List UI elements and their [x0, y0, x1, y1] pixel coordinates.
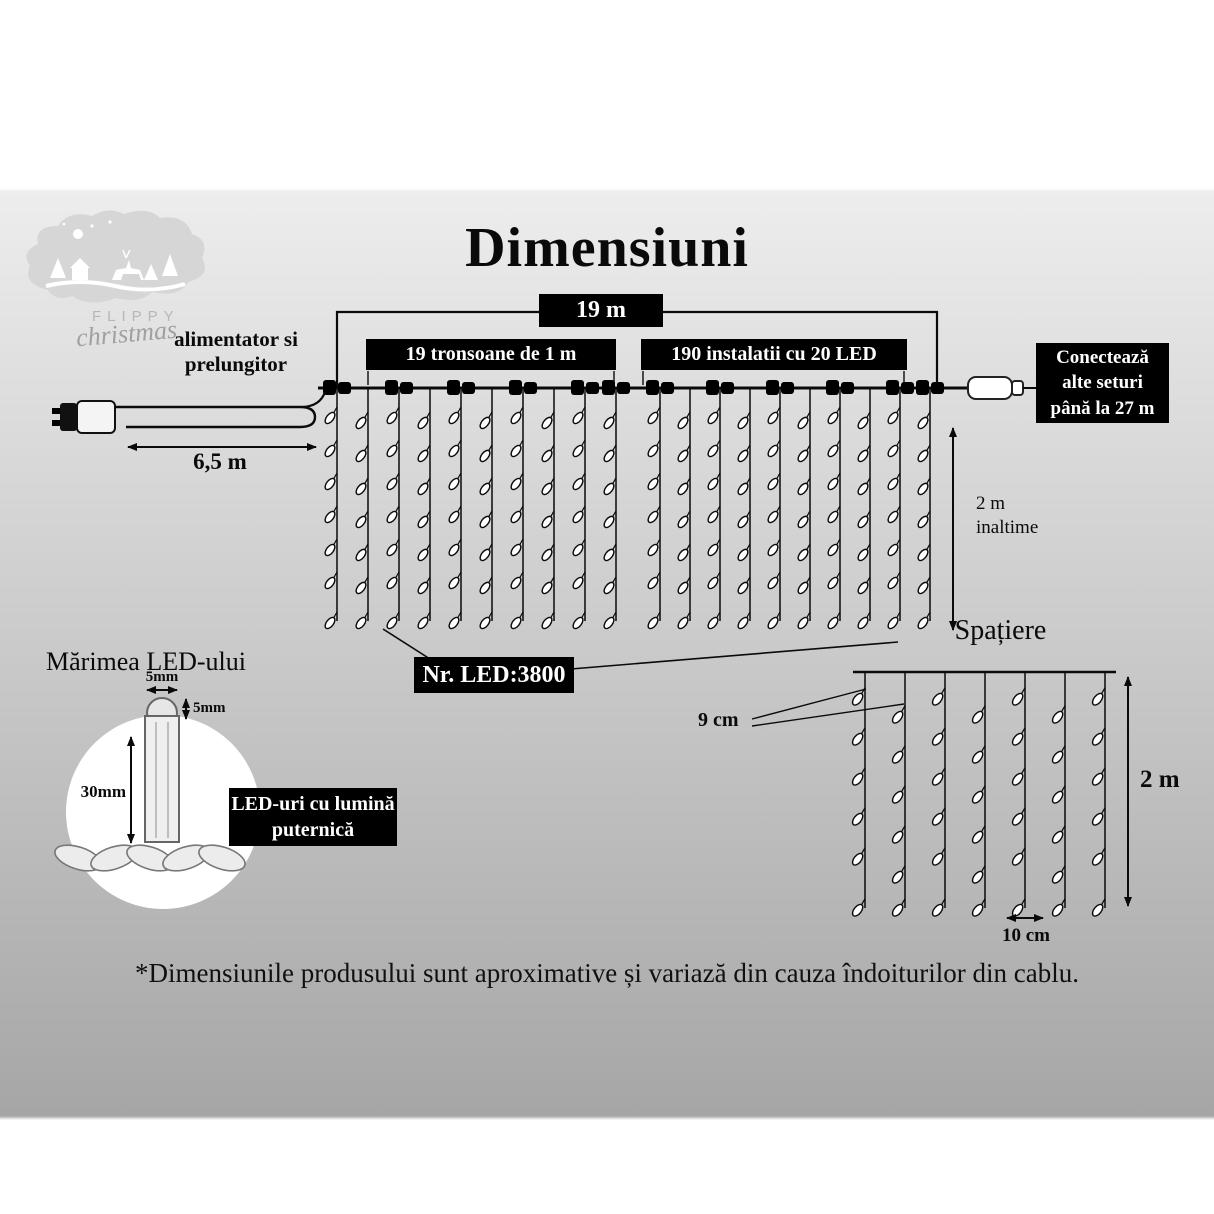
curtain-height-label: 2 m inaltime: [976, 492, 1066, 540]
led-info-box: LED-uri cu lumină puternică: [229, 788, 397, 846]
disclaimer-text: *Dimensiunile produsului sunt aproximati…: [134, 958, 1080, 988]
adapter-label-line2: prelungitor: [184, 351, 288, 376]
led-count-label: Nr. LED:3800: [414, 657, 574, 693]
connect-line1: Conectează: [1056, 347, 1149, 369]
vertical-spacing-label: 9 cm: [698, 709, 739, 731]
logo-scene-icon: [26, 210, 205, 303]
curtain-height-value: 2 m: [976, 493, 1006, 514]
adapter-label: alimentator si prelungitor: [146, 327, 326, 377]
connect-line2: alte seturi: [1062, 372, 1143, 394]
led-size-title: Mărimea LED-ului: [46, 647, 246, 676]
brand-logo: FLIPPY christmas: [20, 206, 215, 356]
curtain-height-word: inaltime: [976, 516, 1039, 538]
led-height-label: 30mm: [80, 782, 126, 801]
led-width-label: 5mm: [145, 669, 179, 685]
small-curtain-height-label: 2 m: [1140, 766, 1180, 793]
led-cap-label: 5mm: [193, 700, 226, 716]
total-width-label: 19 m: [539, 294, 663, 327]
adapter-label-line1: alimentator si: [174, 327, 298, 351]
connect-info-box: Conectează alte seturi până la 27 m: [1036, 343, 1169, 423]
segments-label: 19 tronsoane de 1 m: [366, 339, 616, 370]
horizontal-spacing-label: 10 cm: [1001, 925, 1050, 946]
led-info-line2: puternică: [271, 819, 355, 841]
led-info-line1: LED-uri cu lumină: [231, 793, 395, 815]
brand-name: FLIPPY: [92, 308, 180, 325]
spacing-title: Spațiere: [954, 615, 1047, 646]
installations-label: 190 instalatii cu 20 LED: [641, 339, 907, 370]
connect-line3: până la 27 m: [1050, 397, 1155, 419]
page-title: Dimensiuni: [465, 217, 749, 279]
cable-length-label: 6,5 m: [193, 449, 247, 474]
